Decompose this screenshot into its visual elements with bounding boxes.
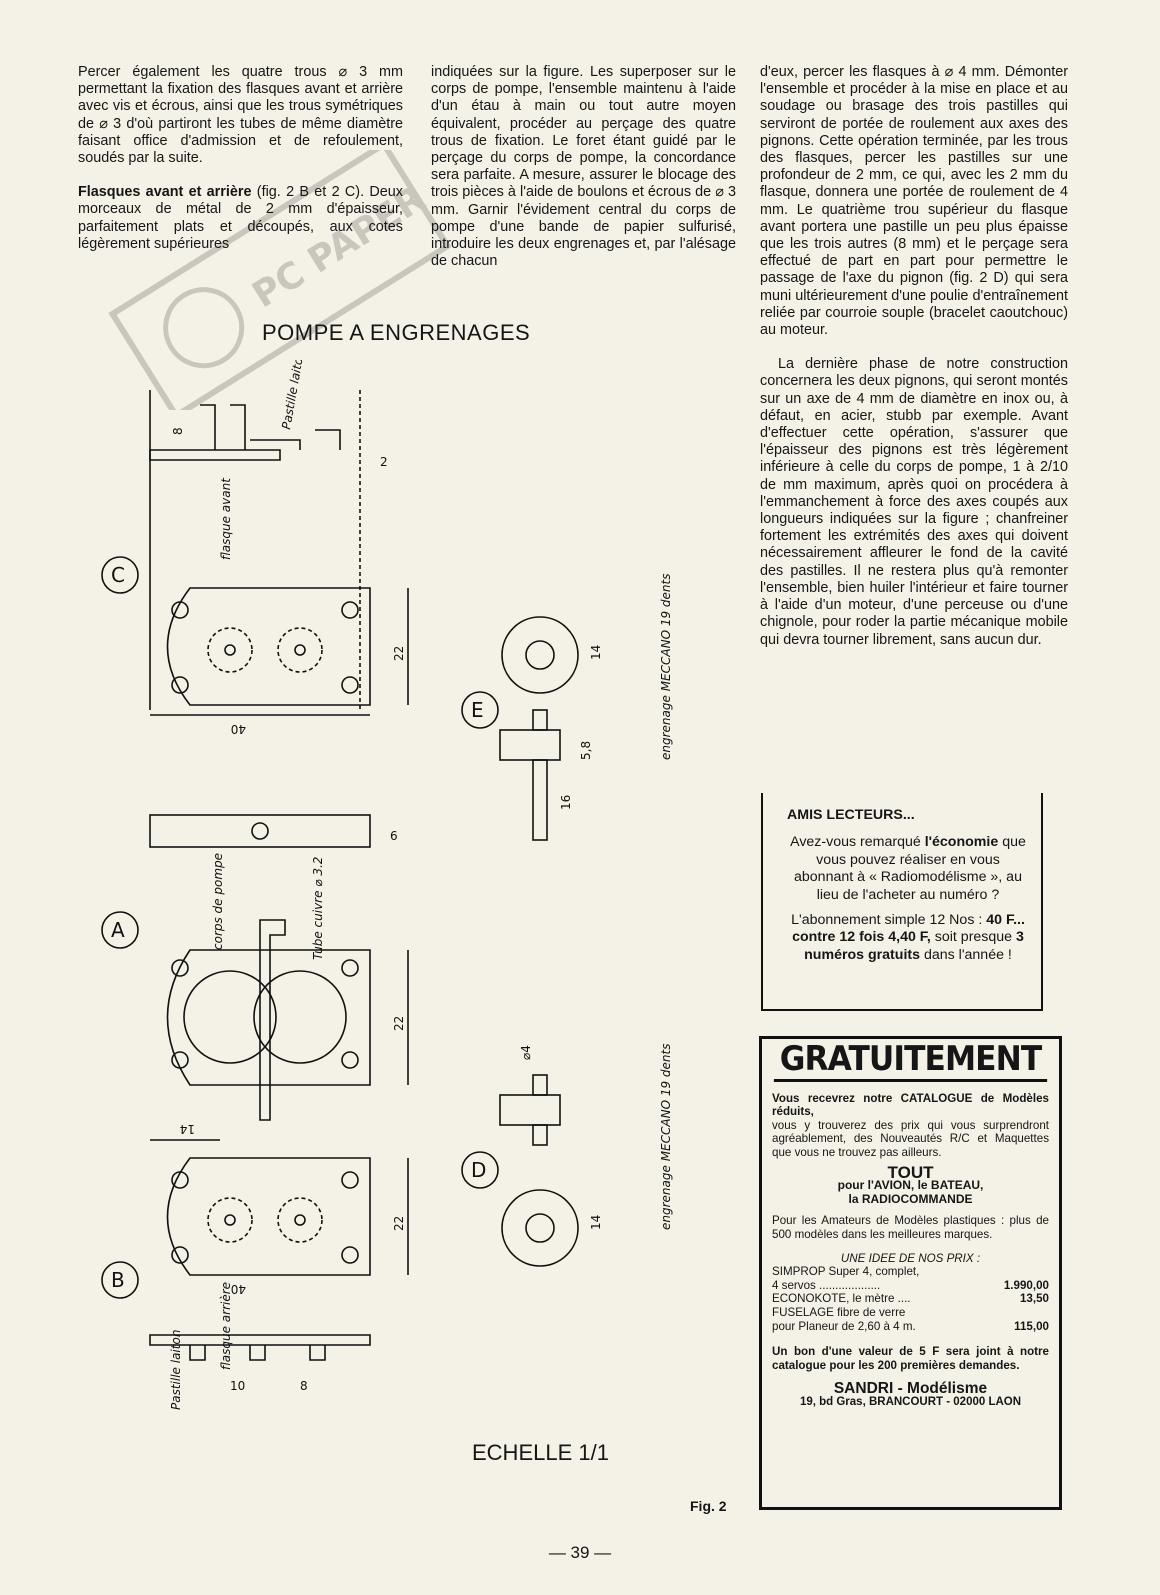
ad-headline: GRATUITEMENT <box>773 1042 1048 1082</box>
price-row: pour Planeur de 2,60 à 4 m. 115,00 <box>772 1320 1049 1334</box>
price-value: 1.990,00 <box>1003 1278 1049 1292</box>
notice-text: dans l'année ! <box>920 946 1012 963</box>
price-item: SIMPROP Super 4, complet, <box>772 1265 920 1279</box>
dim-label: 14 <box>589 645 603 660</box>
view-label-d: D <box>471 1158 486 1182</box>
page-number: — 39 — <box>548 1543 612 1562</box>
ad-text-part: de Modèles réduits, <box>772 1091 1049 1119</box>
annotation: engrenage MECCANO 19 dents <box>659 1044 673 1230</box>
view-label-c: C <box>111 563 125 587</box>
price-row: 4 servos ................... 1.990,00 <box>772 1279 1049 1293</box>
notice-offer: L'abonnement simple 12 Nos : 40 F... con… <box>787 912 1029 964</box>
view-label-a: A <box>111 918 125 942</box>
notice-emphasis: 3 numéros gratuits <box>804 929 1024 963</box>
ad-text-part: Vous recevrez notre <box>772 1091 901 1105</box>
price-item: ECONOKOTE, le mètre .... <box>772 1292 911 1306</box>
price-item: FUSELAGE fibre de verre <box>772 1305 906 1319</box>
dim-label: 40 <box>231 722 246 736</box>
ad-text-part: CATALOGUE <box>900 1091 973 1105</box>
notice-body: Avez-vous remarqué l'économie que vous p… <box>787 834 1029 964</box>
dim-label: 5,8 <box>579 741 593 760</box>
advertisement: GRATUITEMENT Vous recevrez notre CATALOG… <box>759 1036 1062 1510</box>
notice-text: soit presque <box>930 929 1017 946</box>
ad-text: Vous recevrez notre CATALOGUE de Modèles… <box>772 1092 1049 1119</box>
flange-b-profile: Pastille laiton 8 10 <box>149 1330 371 1410</box>
ad-bonus: Un bon d'une valeur de 5 F sera joint à … <box>772 1345 1049 1372</box>
dim-label: ⌀4 <box>519 1045 533 1060</box>
notice-emphasis: 40 F... contre 12 fois 4,40 F, <box>792 912 1025 946</box>
flange-c-profile: 2 8 Pastille laiton <box>149 360 388 710</box>
price-value: 115,00 <box>1014 1319 1049 1333</box>
annotation: flasque avant <box>219 477 233 560</box>
annotation: Pastille laiton <box>169 1330 183 1410</box>
watermark-stamp: PC PAPER <box>108 150 452 410</box>
paragraph: Percer également les quatre trous ⌀ 3 mm… <box>78 64 403 167</box>
flange-c: 40 22 <box>150 587 409 736</box>
notice-text: L'abonnement simple 12 Nos : <box>791 912 983 929</box>
notice-text: Avez-vous remarqué <box>790 834 925 851</box>
dim-label: 16 <box>559 795 573 810</box>
ad-for: pour l'AVION, le BATEAU, <box>837 1178 984 1193</box>
dim-label: 22 <box>392 1016 406 1031</box>
technical-drawing: 2 8 Pastille laiton C flasque avant 40 2… <box>101 360 673 1410</box>
ad-text: Pour les Amateurs de Modèles plastiques … <box>772 1214 1049 1241</box>
price-row: FUSELAGE fibre de verre <box>772 1306 1049 1320</box>
ad-company: SANDRI - Modélisme <box>833 1380 988 1398</box>
dim-label: 40 <box>231 1282 246 1296</box>
text-column-1: Percer également les quatre trous ⌀ 3 mm… <box>78 64 403 270</box>
flange-b: 14 B 22 40 flasque arrière <box>101 1122 409 1370</box>
price-item: pour Planeur de 2,60 à 4 m. <box>772 1319 916 1333</box>
gear-e: 5,8 16 14 engrenage MECCANO 19 dents <box>499 574 673 841</box>
text-column-3: d'eux, percer les flasques à ⌀ 4 mm. Dém… <box>760 64 1068 666</box>
view-label-e: E <box>471 698 484 722</box>
dim-label: 2 <box>380 455 388 469</box>
dim-label: 14 <box>180 1122 195 1136</box>
paragraph-text: (fig. 2 B et 2 C). Deux morceaux de méta… <box>78 184 403 252</box>
subscription-notice: AMIS LECTEURS... Avez-vous remarqué l'éc… <box>761 793 1043 1011</box>
ad-tout: TOUT <box>887 1162 934 1182</box>
figure-title: POMPE A ENGRENAGES <box>262 320 531 345</box>
price-item: 4 servos ................... <box>772 1278 881 1292</box>
annotation: flasque arrière <box>219 1282 233 1370</box>
paragraph: Flasques avant et arrière (fig. 2 B et 2… <box>78 184 403 253</box>
dim-label: 6 <box>390 829 398 843</box>
dim-label: 22 <box>392 1216 406 1231</box>
lead-in: Flasques avant et arrière <box>78 184 252 201</box>
dim-label: 10 <box>230 1379 245 1393</box>
annotation: Tube cuivre ⌀ 3.2 <box>311 857 325 960</box>
figure-number: Fig. 2 <box>690 1498 727 1514</box>
ad-text: vous y trouverez des prix qui vous surpr… <box>772 1118 1049 1159</box>
notice-text: que vous pouvez réaliser en vous abonnan… <box>794 834 1026 903</box>
dim-label: 8 <box>300 1379 308 1393</box>
ad-prices-title: UNE IDEE DE NOS PRIX : <box>840 1251 981 1265</box>
ad-price-list: SIMPROP Super 4, complet, 4 servos .....… <box>772 1265 1049 1333</box>
text-column-2: indiquées sur la figure. Les superposer … <box>431 64 736 287</box>
scale-label: ECHELLE 1/1 <box>472 1440 609 1465</box>
ad-address: 19, bd Gras, BRANCOURT - 02000 LAON <box>799 1395 1022 1408</box>
annotation: corps de pompe <box>211 853 225 950</box>
paragraph: d'eux, percer les flasques à ⌀ 4 mm. Dém… <box>760 64 1068 339</box>
annotation: engrenage MECCANO 19 dents <box>659 574 673 760</box>
price-value: 13,50 <box>1019 1292 1049 1306</box>
gear-d: ⌀4 14 engrenage MECCANO 19 dents <box>499 1044 673 1267</box>
annotation: Pastille laiton <box>279 360 307 431</box>
dim-label: 22 <box>392 646 406 661</box>
notice-emphasis: l'économie <box>924 834 999 851</box>
ad-for: la RADIOCOMMANDE <box>848 1191 973 1206</box>
paragraph: indiquées sur la figure. Les superposer … <box>431 64 736 270</box>
paragraph: La dernière phase de notre construction … <box>760 356 1068 648</box>
notice-title: AMIS LECTEURS... <box>787 807 915 823</box>
price-row: ECONOKOTE, le mètre .... 13,50 <box>772 1292 1049 1306</box>
dim-label: 8 <box>171 427 185 435</box>
view-label-b: B <box>111 1268 125 1292</box>
dim-label: 14 <box>589 1215 603 1230</box>
price-row: SIMPROP Super 4, complet, <box>772 1265 1049 1279</box>
pump-body-a: 6 A corps de pompe Tube cuivre ⌀ 3.2 22 <box>101 814 409 1121</box>
